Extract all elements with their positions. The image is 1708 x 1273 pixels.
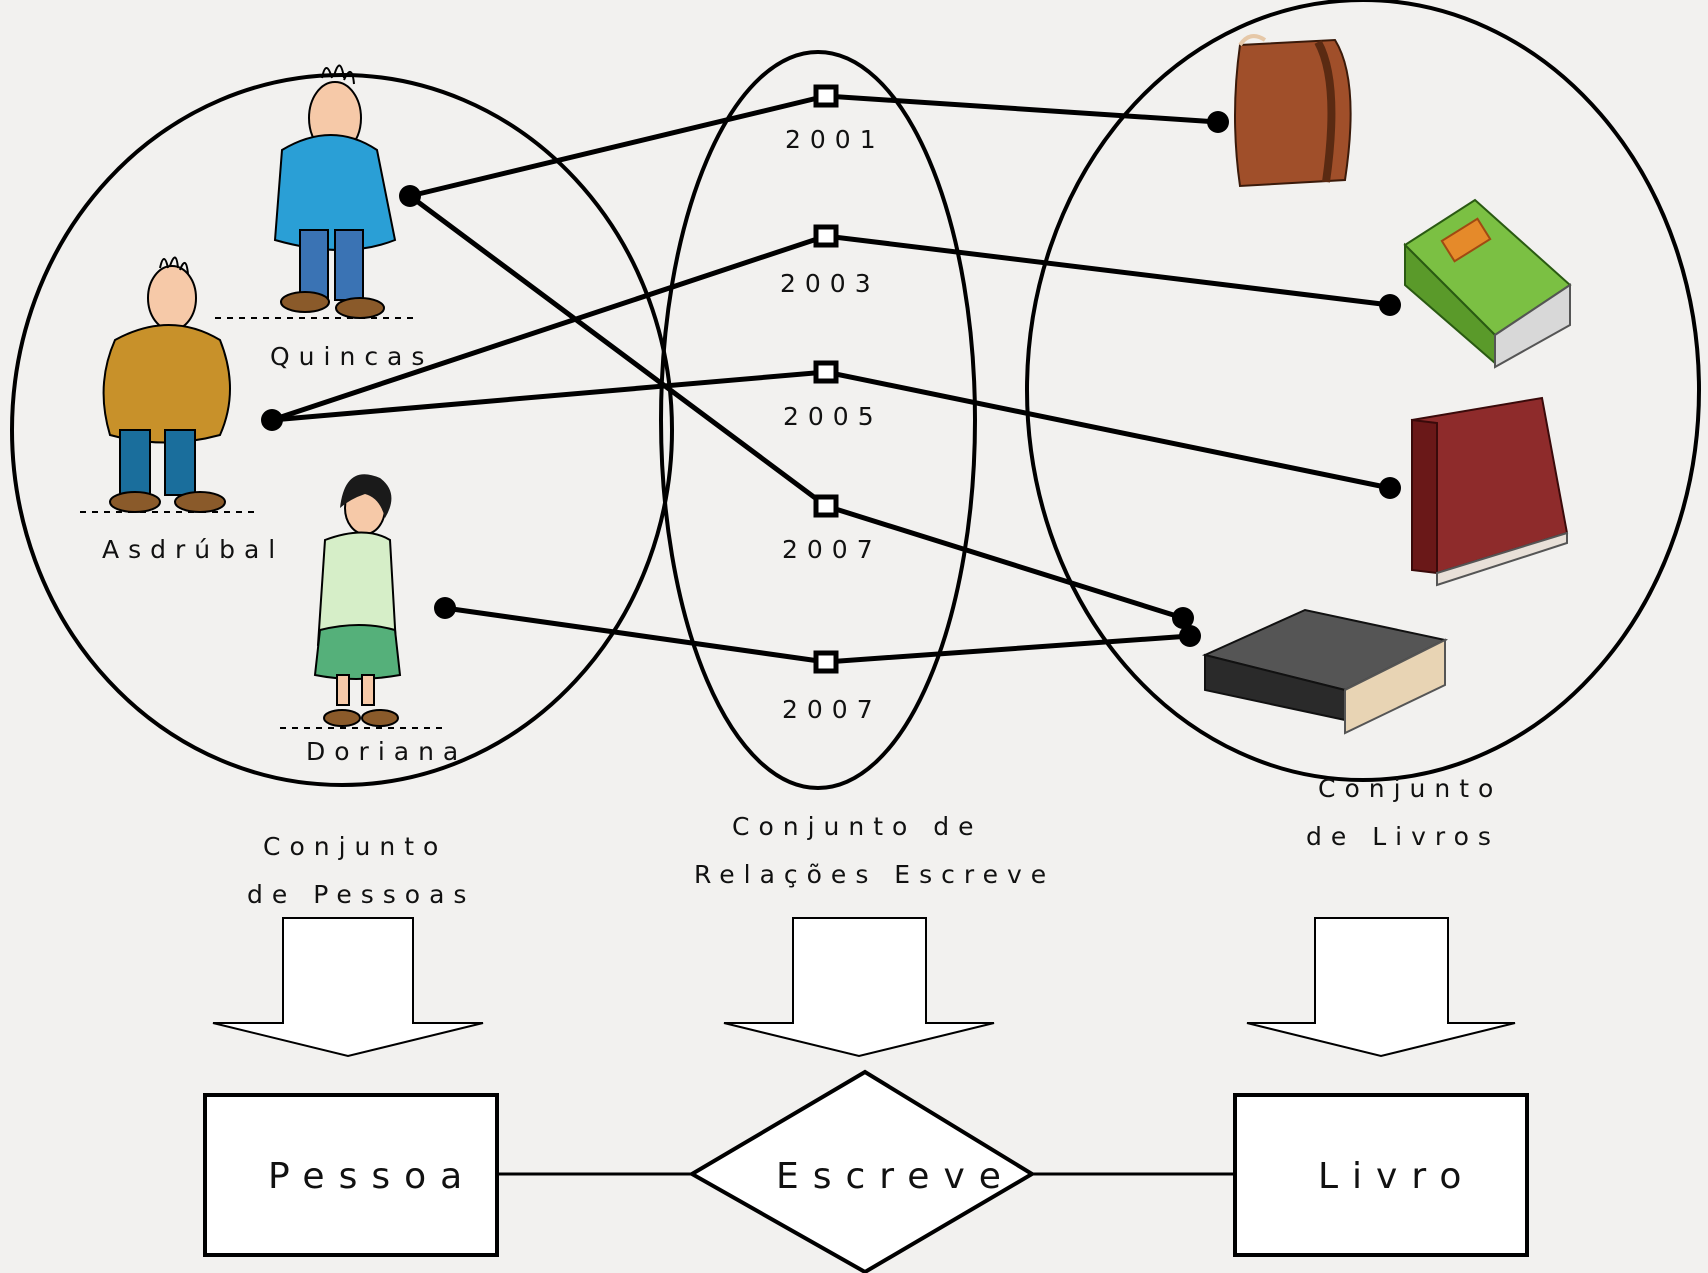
asdrubal-figure [80,256,255,513]
arrow-down-relacoes [723,917,995,1058]
entity-pessoa-box [203,1093,499,1257]
doriana-figure [280,474,445,729]
dot-doriana [434,597,456,619]
relation-node-2007a [813,494,839,518]
year-label-2007a: 2007 [782,535,882,564]
relationship-escreve-label: Escreve [776,1156,1015,1197]
year-label-2007b: 2007 [782,695,882,724]
relation-node-2003 [813,224,839,248]
book-black-icon [1201,608,1448,735]
relation-node-2001 [813,84,839,108]
relation-node-2005 [813,360,839,384]
set-relacoes-ellipse [659,50,977,790]
person-name-doriana: Doriana [306,737,467,766]
dot-book3 [1379,477,1401,499]
dot-quincas [399,185,421,207]
set-livros-ellipse [1025,0,1701,782]
relationship-escreve-diamond [688,1069,1036,1273]
set-label-pessoas-line1: Conjunto [263,832,447,861]
dot-book1 [1207,111,1229,133]
dot-book2 [1379,294,1401,316]
set-label-livros-line2: de Livros [1306,822,1500,851]
dot-book4-b [1179,625,1201,647]
arrow-down-pessoas [212,917,484,1058]
entity-livro-label: Livro [1318,1156,1475,1197]
book-brown-icon [1234,34,1352,188]
relation-node-2007b [813,650,839,674]
book-red-icon [1410,396,1569,587]
link-asdrubal-2003-book2 [271,233,1391,423]
person-name-asdrubal: Asdrúbal [102,535,284,564]
dot-book4-a [1172,607,1194,629]
book-green-icon [1403,198,1572,369]
entity-livro-box [1233,1093,1529,1257]
year-label-2005: 2005 [783,402,883,431]
entity-pessoa-label: Pessoa [268,1156,476,1197]
person-name-quincas: Quincas [270,342,433,371]
set-label-pessoas-line2: de Pessoas [247,880,475,909]
set-pessoas-ellipse [10,73,674,787]
set-label-livros-line1: Conjunto [1318,774,1502,803]
dot-asdrubal [261,409,283,431]
set-label-relacoes-line1: Conjunto de [732,812,983,841]
quincas-figure [215,64,415,319]
year-label-2001: 2001 [785,125,885,154]
set-label-relacoes-line2: Relações Escreve [694,860,1055,889]
year-label-2003: 2003 [780,269,880,298]
arrow-down-livros [1246,917,1516,1058]
